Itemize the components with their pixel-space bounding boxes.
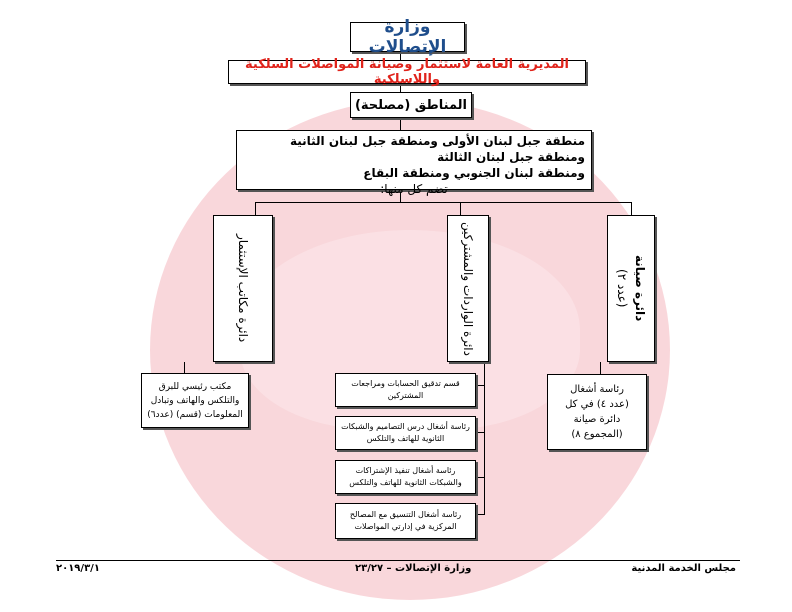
regions-title-box: المناطق (مصلحة) bbox=[350, 92, 472, 118]
regions-line-3: تضم كل منها: bbox=[380, 182, 448, 196]
revenues-title: دائرة الواردات والمشتركين bbox=[461, 221, 475, 356]
connector bbox=[631, 202, 632, 216]
footer-council: مجلس الخدمة المدنية bbox=[631, 563, 736, 574]
maintenance-department-box: دائرة صيانة (عدد ٢) bbox=[607, 215, 655, 362]
investment-office-box: مكتب رئيسي للبرق والتلكس والهاتف وتبادل … bbox=[141, 373, 249, 428]
ministry-box: وزارة الإتصالات bbox=[350, 17, 465, 57]
connector bbox=[400, 52, 401, 60]
maintenance-child-line: (عدد ٤) في كل bbox=[565, 399, 629, 410]
footer-page-ref: وزارة الإتصالات – ٢٣/٢٧ bbox=[355, 563, 472, 574]
revenues-child-coordination: رئاسة أشغال التنسيق مع المصالح المركزية … bbox=[335, 503, 476, 539]
revenues-department-box: دائرة الواردات والمشتركين bbox=[447, 215, 489, 362]
revenues-child-text: رئاسة أشغال درس التصاميم والشبكات الثانو… bbox=[341, 422, 470, 443]
regions-box: منطقة جبل لبنان الأولى ومنطقة جبل لبنان … bbox=[236, 130, 592, 196]
revenues-child-text: رئاسة أشغال تنفيذ الإشتراكات والشبكات ال… bbox=[349, 466, 462, 487]
connector bbox=[255, 202, 256, 216]
connector bbox=[400, 190, 401, 202]
maintenance-child-line: رئاسة أشغال bbox=[570, 384, 624, 395]
revenues-child-text: قسم تدقيق الحسابات ومراجعات المشتركين bbox=[351, 379, 460, 400]
revenues-child-execution: رئاسة أشغال تنفيذ الإشتراكات والشبكات ال… bbox=[335, 460, 476, 494]
connector bbox=[476, 432, 485, 433]
regions-line-1: منطقة جبل لبنان الأولى ومنطقة جبل لبنان … bbox=[289, 134, 585, 164]
connector bbox=[255, 202, 632, 203]
regions-title: المناطق (مصلحة) bbox=[354, 97, 468, 113]
revenues-child-audit: قسم تدقيق الحسابات ومراجعات المشتركين bbox=[335, 373, 476, 407]
connector bbox=[476, 385, 485, 386]
directorate-box: المديرية العامة لاستثمار وصيانة المواصلا… bbox=[228, 57, 586, 87]
regions-line-2: ومنطقة لبنان الجنوبي ومنطقة البقاع bbox=[363, 166, 585, 180]
revenues-child-text: رئاسة أشغال التنسيق مع المصالح المركزية … bbox=[349, 510, 462, 531]
connector bbox=[400, 84, 401, 92]
connector bbox=[476, 477, 485, 478]
investment-child-text: مكتب رئيسي للبرق والتلكس والهاتف وتبادل … bbox=[147, 381, 243, 420]
connector bbox=[484, 362, 485, 514]
connector bbox=[400, 118, 401, 130]
connector bbox=[476, 514, 485, 515]
maintenance-workshop-box: رئاسة أشغال (عدد ٤) في كل دائرة صيانة (ا… bbox=[547, 374, 647, 450]
revenues-child-design: رئاسة أشغال درس التصاميم والشبكات الثانو… bbox=[335, 416, 476, 450]
footer-date: ٢٠١٩/٣/١ bbox=[56, 563, 100, 574]
ministry-title: وزارة الإتصالات bbox=[368, 17, 447, 57]
investment-department-box: دائرة مكاتب الإستثمار bbox=[213, 215, 273, 362]
investment-title: دائرة مكاتب الإستثمار bbox=[236, 234, 250, 343]
connector bbox=[460, 202, 461, 216]
maintenance-child-line: دائرة صيانة bbox=[573, 414, 621, 425]
maintenance-title: دائرة صيانة bbox=[633, 255, 647, 322]
footer-divider bbox=[56, 560, 740, 561]
directorate-title: المديرية العامة لاستثمار وصيانة المواصلا… bbox=[245, 57, 569, 87]
maintenance-count: (عدد ٢) bbox=[615, 269, 629, 308]
connector bbox=[600, 362, 601, 374]
maintenance-child-line: (المجموع ٨) bbox=[571, 429, 623, 440]
connector bbox=[184, 362, 185, 374]
